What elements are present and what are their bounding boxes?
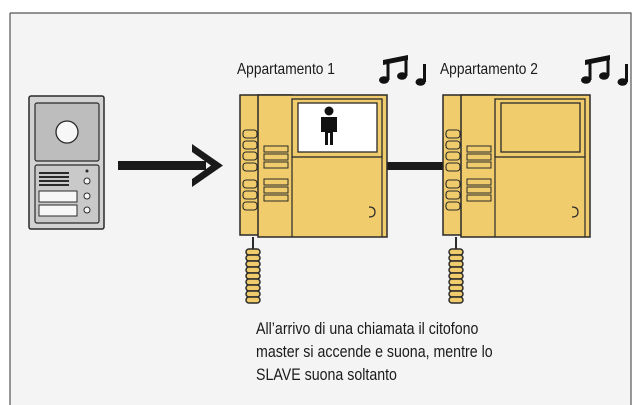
apartment-2-label: Appartamento 2 [440, 61, 538, 78]
caption-line-2: master si accende e suona, mentre lo [256, 343, 493, 361]
music-note-icon [581, 55, 628, 86]
arrow-right-icon [118, 144, 223, 187]
door-entry-panel [28, 95, 105, 230]
caption-line-3: SLAVE suona soltanto [256, 366, 397, 384]
camera-lens [55, 120, 79, 144]
music-note-icon [379, 55, 426, 86]
caption-line-1: All’arrivo di una chiamata il citofono [256, 320, 479, 338]
caption-text: All’arrivo di una chiamata il citofono m… [256, 318, 566, 387]
diagram-border [9, 12, 632, 405]
speaker-grille [39, 172, 69, 186]
screen-on [297, 102, 378, 153]
screen-off [500, 102, 581, 153]
connection-wire [387, 162, 449, 170]
person-icon [321, 106, 337, 145]
monitor-master [239, 94, 388, 304]
coiled-cord [245, 248, 261, 304]
monitor-slave [442, 94, 591, 304]
coiled-cord [448, 248, 464, 304]
apartment-1-label: Appartamento 1 [237, 61, 335, 78]
